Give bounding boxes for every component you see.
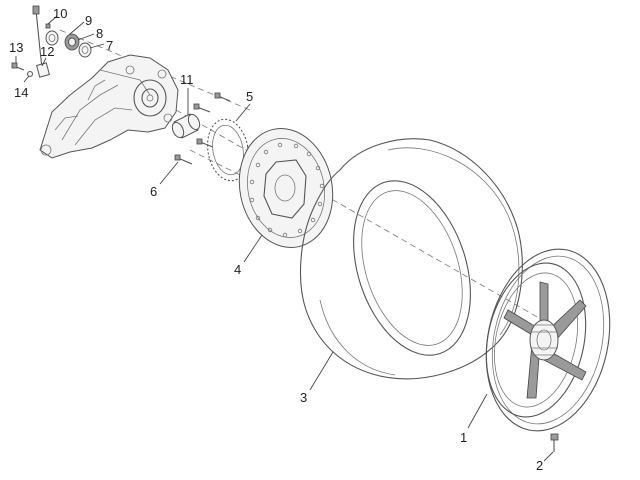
callout-7: 7 bbox=[106, 38, 113, 53]
callout-9: 9 bbox=[85, 13, 92, 28]
leader-lines bbox=[15, 15, 554, 462]
callout-12: 12 bbox=[40, 44, 54, 59]
callout-5: 5 bbox=[246, 89, 253, 104]
callout-2: 2 bbox=[536, 458, 543, 473]
swing-arm-bracket bbox=[39, 54, 179, 159]
abs-tone-ring bbox=[207, 118, 249, 182]
disc-bolts bbox=[174, 92, 231, 165]
callout-14: 14 bbox=[14, 85, 28, 100]
wheel-spacer bbox=[171, 113, 201, 139]
callout-4: 4 bbox=[234, 262, 241, 277]
callout-1: 1 bbox=[460, 430, 467, 445]
brake-disc bbox=[238, 128, 334, 248]
tyre bbox=[299, 138, 523, 380]
callout-11: 11 bbox=[180, 72, 194, 87]
callout-8: 8 bbox=[96, 26, 103, 41]
wheel-rim bbox=[485, 248, 611, 432]
callout-10: 10 bbox=[53, 6, 67, 21]
callout-13: 13 bbox=[9, 40, 23, 55]
disc-holes bbox=[249, 142, 325, 238]
callout-6: 6 bbox=[150, 184, 157, 199]
callout-labels: 1 2 3 4 5 6 7 8 9 10 11 12 13 14 bbox=[9, 6, 543, 473]
tyre-valve bbox=[550, 433, 559, 452]
callout-3: 3 bbox=[300, 390, 307, 405]
speed-sensor-cable bbox=[11, 5, 50, 78]
